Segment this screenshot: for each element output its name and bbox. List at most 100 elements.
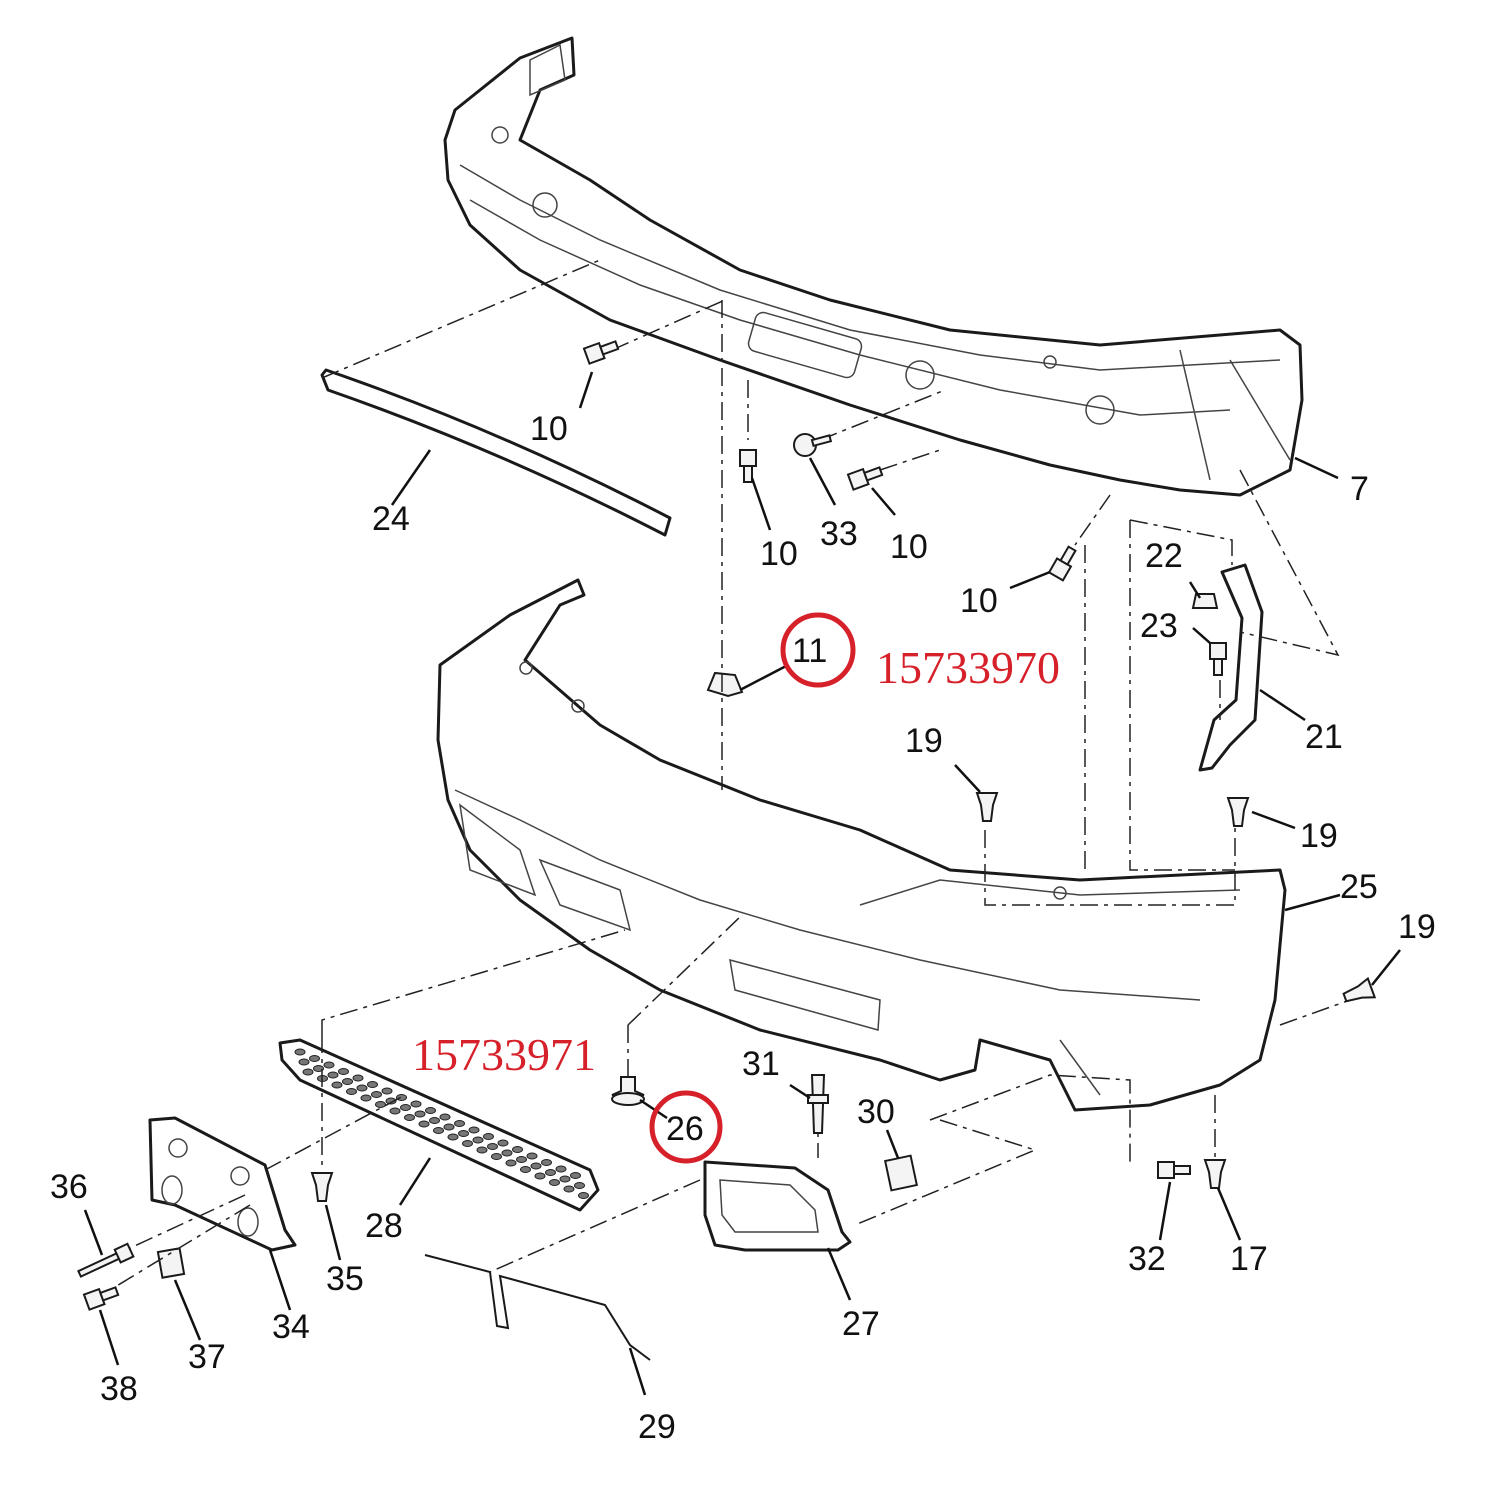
grille-cell xyxy=(443,1123,455,1131)
leader-lines xyxy=(83,371,1401,1396)
grille-cell xyxy=(570,1172,581,1179)
bolt-32 xyxy=(1157,1161,1191,1179)
highlight-ring-26 xyxy=(649,1090,723,1164)
grille-cell xyxy=(360,1094,372,1102)
callout-10-c: 10 xyxy=(890,528,928,566)
callout-32: 32 xyxy=(1128,1240,1166,1278)
part-number-lower: 15733971 xyxy=(412,1029,596,1080)
grille-cell xyxy=(476,1146,488,1154)
grille-cell xyxy=(516,1156,527,1163)
callout-31: 31 xyxy=(742,1045,780,1083)
bolt-10b xyxy=(739,449,757,483)
callout-38: 38 xyxy=(100,1370,138,1408)
highlight-ring-11 xyxy=(780,612,856,688)
callout-35: 35 xyxy=(326,1260,364,1298)
callout-36: 36 xyxy=(50,1168,88,1206)
callout-10-a: 10 xyxy=(530,410,568,448)
grille-cell xyxy=(483,1133,494,1140)
lower-grille xyxy=(278,1038,600,1212)
grille-cell xyxy=(462,1140,473,1147)
fog-lamp-bezel xyxy=(703,1160,852,1252)
callout-labels: 7 10 10 33 10 10 24 22 23 21 19 19 25 19… xyxy=(50,410,1436,1446)
assembly-guide-lines xyxy=(109,259,1351,1291)
grille-cell xyxy=(323,1061,335,1069)
grille-cell xyxy=(381,1087,393,1095)
callout-26: 26 xyxy=(666,1110,704,1148)
grille-cell xyxy=(389,1107,401,1115)
grille-cell xyxy=(352,1074,364,1082)
bumper-molding-strip xyxy=(320,368,672,537)
callout-33: 33 xyxy=(820,515,858,553)
push-pin-26 xyxy=(611,1076,645,1106)
clip-19b xyxy=(1226,797,1250,827)
grille-cell xyxy=(418,1120,430,1128)
grille-cell xyxy=(309,1055,320,1062)
bolt-10c xyxy=(846,466,884,491)
front-fascia xyxy=(436,578,1287,1112)
grille-cell xyxy=(555,1165,567,1173)
callout-23: 23 xyxy=(1140,607,1178,645)
callout-24: 24 xyxy=(372,500,410,538)
grille-cell xyxy=(472,1136,484,1144)
grille-cell xyxy=(468,1126,480,1134)
grille-cell xyxy=(356,1084,368,1092)
callout-17: 17 xyxy=(1230,1240,1268,1278)
callout-30: 30 xyxy=(857,1093,895,1131)
grille-cell xyxy=(331,1081,343,1089)
grille-cell xyxy=(298,1058,310,1066)
grille-cell xyxy=(458,1130,469,1137)
grille-cell xyxy=(385,1097,397,1105)
callout-27: 27 xyxy=(842,1305,880,1343)
callout-28: 28 xyxy=(365,1207,403,1245)
grille-cell xyxy=(433,1127,444,1134)
grille-cell xyxy=(454,1120,465,1127)
callout-37: 37 xyxy=(188,1338,226,1376)
grille-cell xyxy=(327,1071,339,1079)
callout-19-b: 19 xyxy=(1300,817,1338,855)
lower-reinforcement xyxy=(424,1254,651,1361)
grille-cell xyxy=(563,1185,575,1193)
callout-10-b: 10 xyxy=(760,535,798,573)
retainer-clip xyxy=(883,1154,919,1192)
grille-cell xyxy=(375,1101,386,1108)
fasteners xyxy=(77,340,1377,1311)
clip-17 xyxy=(1203,1159,1227,1189)
bolt-10d xyxy=(1047,545,1077,582)
fascia-bracket xyxy=(1198,563,1264,772)
grille-cell xyxy=(313,1065,324,1072)
grille-cell xyxy=(578,1192,589,1199)
bolt-23 xyxy=(1209,642,1227,676)
grille-cell xyxy=(367,1081,378,1088)
upper-bumper-bar xyxy=(443,36,1304,497)
screw-36 xyxy=(77,1242,135,1278)
callout-10-d: 10 xyxy=(960,582,998,620)
grille-cell xyxy=(404,1114,415,1121)
grille-cell xyxy=(574,1182,585,1189)
nut-22 xyxy=(1191,593,1219,609)
clip-19c xyxy=(1342,976,1377,1003)
callout-34: 34 xyxy=(272,1308,310,1346)
grille-cell xyxy=(545,1169,556,1176)
grille-cell xyxy=(400,1104,411,1111)
grille-cell xyxy=(342,1078,353,1085)
grille-cell xyxy=(346,1088,357,1095)
grille-cell xyxy=(530,1162,542,1170)
grille-cell xyxy=(549,1179,560,1186)
retainer-11 xyxy=(706,671,744,698)
highlights: 15733970 15733971 xyxy=(412,612,1060,1164)
callout-19-c: 19 xyxy=(1398,908,1436,946)
grille-cell xyxy=(559,1175,571,1183)
grille-cell xyxy=(520,1166,531,1173)
grille-cell xyxy=(491,1153,502,1160)
grille-cell xyxy=(294,1048,306,1056)
bolt-10a xyxy=(582,340,620,365)
callout-7: 7 xyxy=(1350,470,1369,508)
grille-cell xyxy=(302,1068,314,1076)
grille-cell xyxy=(414,1110,426,1118)
callout-21: 21 xyxy=(1305,718,1343,756)
callout-11: 11 xyxy=(792,632,827,670)
grille-cell xyxy=(439,1113,451,1121)
grille-cell xyxy=(526,1152,538,1160)
grille-cell xyxy=(541,1159,552,1166)
grille-cell xyxy=(497,1139,509,1147)
